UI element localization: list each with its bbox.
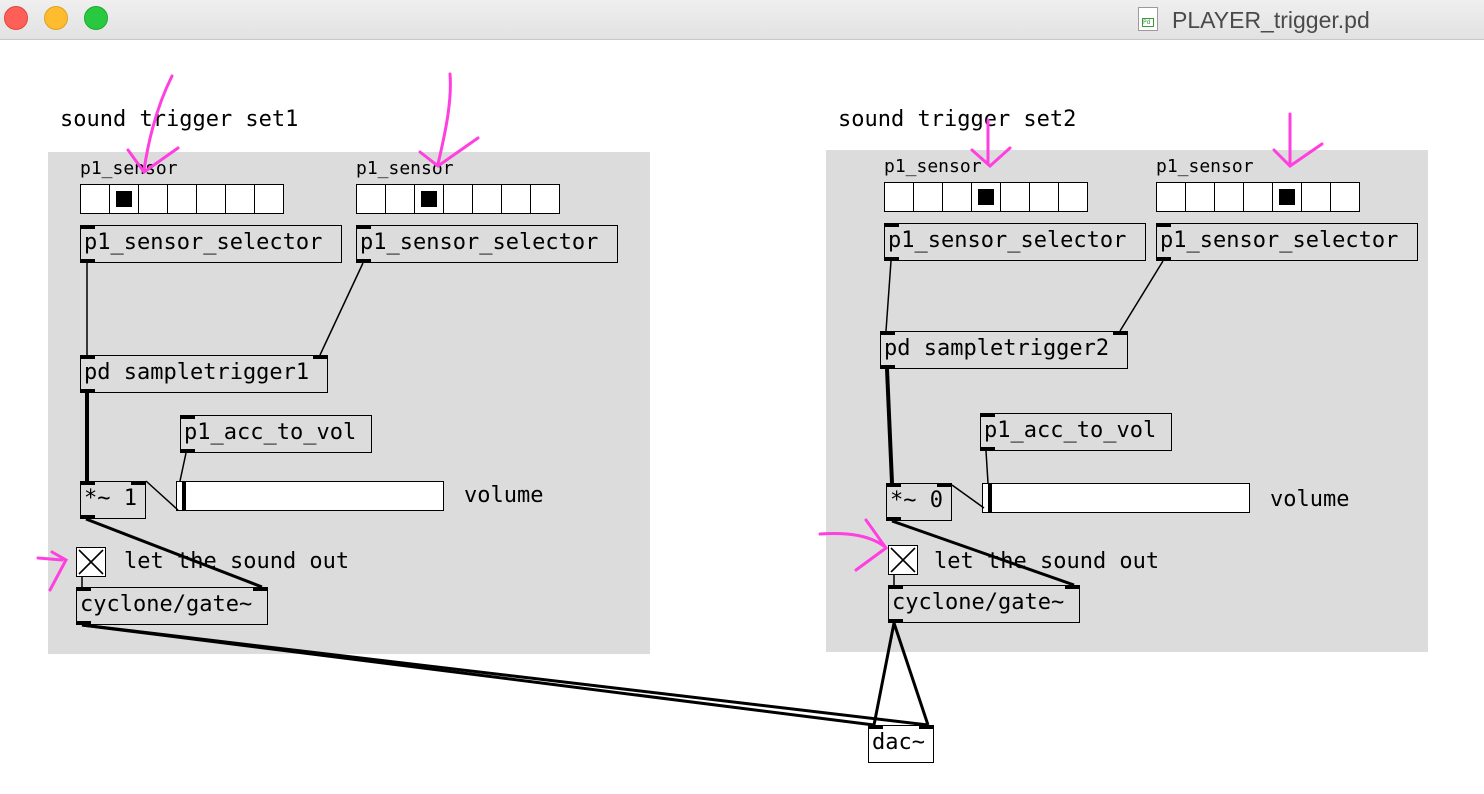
object-text: p1_sensor_selector: [84, 230, 323, 255]
set2-toggle-label: let the sound out: [934, 549, 1160, 574]
radio-cell[interactable]: [225, 184, 255, 214]
pd-file-icon: Pd: [1138, 7, 1158, 31]
radio-cell-selected[interactable]: [971, 182, 1001, 212]
set2-volume-slider[interactable]: [982, 483, 1250, 513]
set2-heading: sound trigger set2: [838, 107, 1077, 132]
patch-cords: [36, 72, 1324, 727]
set1-radio-a[interactable]: [80, 184, 284, 214]
radio-cell-selected[interactable]: [109, 184, 139, 214]
set1-selector-b[interactable]: p1_sensor_selector: [356, 225, 618, 263]
set1-acc-to-vol[interactable]: p1_acc_to_vol: [180, 415, 372, 453]
object-text: pd sampletrigger2: [884, 336, 1110, 361]
dac-object[interactable]: dac~: [868, 725, 934, 763]
object-text: p1_sensor_selector: [888, 228, 1127, 253]
object-text: p1_sensor_selector: [360, 230, 599, 255]
set2-sensor-label-a: p1_sensor: [884, 156, 982, 177]
radio-cell[interactable]: [167, 184, 197, 214]
slider-knob[interactable]: [988, 484, 992, 512]
radio-cell-selected[interactable]: [1272, 182, 1302, 212]
set1-graph-on-parent: [48, 152, 650, 654]
radio-cell[interactable]: [1330, 182, 1360, 212]
object-text: p1_sensor_selector: [1160, 228, 1399, 253]
set1-toggle-label: let the sound out: [124, 549, 350, 574]
object-text: p1_acc_to_vol: [984, 418, 1157, 443]
close-button[interactable]: [4, 6, 28, 30]
slider-knob[interactable]: [182, 482, 186, 510]
window-title: PLAYER_trigger.pd: [1172, 7, 1370, 33]
set2-volume-label: volume: [1270, 487, 1350, 512]
set1-sensor-label-a: p1_sensor: [80, 158, 178, 179]
radio-cell[interactable]: [254, 184, 284, 214]
radio-cell[interactable]: [1214, 182, 1244, 212]
annotation-arrows: [36, 72, 1324, 592]
object-text: *~ 0: [890, 488, 943, 513]
object-text: p1_acc_to_vol: [184, 420, 357, 445]
check-x-icon: [890, 547, 916, 573]
radio-cell[interactable]: [1058, 182, 1088, 212]
zoom-button[interactable]: [84, 6, 108, 30]
patch-canvas[interactable]: sound trigger set1 p1_sensor p1_sensor p…: [0, 40, 1484, 794]
object-text: *~ 1: [84, 486, 137, 511]
radio-cell[interactable]: [443, 184, 473, 214]
set2-selector-b[interactable]: p1_sensor_selector: [1156, 223, 1418, 261]
radio-cell[interactable]: [530, 184, 560, 214]
radio-cell[interactable]: [472, 184, 502, 214]
radio-cell[interactable]: [501, 184, 531, 214]
set1-volume-slider[interactable]: [176, 481, 444, 511]
window-titlebar: Pd PLAYER_trigger.pd: [0, 0, 1484, 40]
set1-heading: sound trigger set1: [60, 107, 299, 132]
set1-volume-label: volume: [464, 483, 544, 508]
object-text: dac~: [872, 730, 925, 755]
radio-cell[interactable]: [356, 184, 386, 214]
set2-sampletrigger[interactable]: pd sampletrigger2: [880, 331, 1128, 369]
check-x-icon: [78, 549, 104, 575]
set2-acc-to-vol[interactable]: p1_acc_to_vol: [980, 413, 1172, 451]
radio-cell[interactable]: [385, 184, 415, 214]
set2-radio-a[interactable]: [884, 182, 1088, 212]
set2-selector-a[interactable]: p1_sensor_selector: [884, 223, 1146, 261]
set1-multiplier[interactable]: *~ 1: [80, 481, 146, 519]
object-text: cyclone/gate~: [892, 590, 1065, 615]
radio-cell[interactable]: [196, 184, 226, 214]
set1-sampletrigger[interactable]: pd sampletrigger1: [80, 355, 328, 393]
set2-toggle[interactable]: [888, 545, 918, 575]
set2-sensor-label-b: p1_sensor: [1156, 156, 1254, 177]
set2-gate[interactable]: cyclone/gate~: [888, 585, 1080, 623]
radio-cell[interactable]: [1243, 182, 1273, 212]
object-text: cyclone/gate~: [80, 592, 253, 617]
set1-gate[interactable]: cyclone/gate~: [76, 587, 268, 625]
set1-sensor-label-b: p1_sensor: [356, 158, 454, 179]
set1-selector-a[interactable]: p1_sensor_selector: [80, 225, 342, 263]
set2-radio-b[interactable]: [1156, 182, 1360, 212]
set2-graph-on-parent: [826, 150, 1428, 652]
radio-cell[interactable]: [138, 184, 168, 214]
set2-multiplier[interactable]: *~ 0: [886, 483, 952, 521]
set1-toggle[interactable]: [76, 547, 106, 577]
set1-radio-b[interactable]: [356, 184, 560, 214]
minimize-button[interactable]: [44, 6, 68, 30]
object-text: pd sampletrigger1: [84, 360, 310, 385]
